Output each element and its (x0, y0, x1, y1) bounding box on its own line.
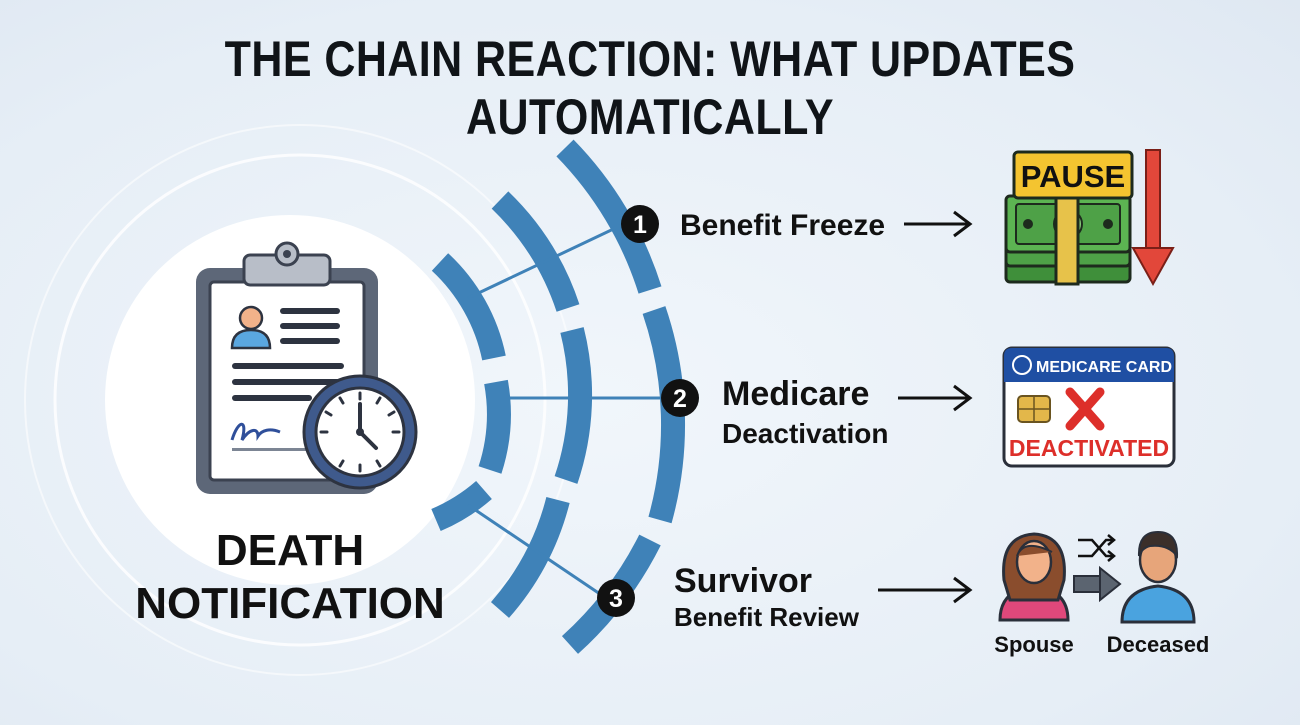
step-2: 2 Medicare Deactivation (661, 375, 973, 449)
wave-segment (431, 480, 492, 532)
pause-sign (1012, 150, 1134, 200)
medicare-card-icon: MEDICARE CARD DEACTIVATED (1002, 346, 1176, 468)
card-title: MEDICARE CARD (1036, 359, 1172, 376)
step-number-badge (621, 205, 659, 243)
wave-segment (490, 496, 570, 618)
x-mark-icon (1065, 387, 1105, 431)
page-title: THE CHAIN REACTION: WHAT UPDATES AUTOMAT… (224, 31, 1076, 145)
spouse-avatar-icon (998, 532, 1070, 622)
shuffle-icon (1078, 534, 1116, 562)
hhs-seal-icon (1012, 355, 1032, 375)
signature (230, 422, 281, 441)
pause-sign-label: PAUSE (1021, 159, 1126, 194)
wave-segment (478, 379, 511, 474)
connector-lines (467, 222, 660, 596)
arrow-down-icon (1131, 149, 1175, 287)
deceased-label: Deceased (1107, 632, 1210, 657)
clock-icon (302, 374, 418, 490)
step-label-secondary: Deactivation (722, 418, 889, 449)
arrow-right-icon (898, 384, 973, 412)
wave-segment (431, 253, 506, 361)
step-label: Benefit Freeze (680, 209, 885, 242)
step-number: 1 (633, 211, 647, 239)
step-1: 1 Benefit Freeze (621, 205, 973, 243)
wave-segment (556, 139, 662, 294)
step-label: Medicare (722, 375, 869, 413)
arrow-right-icon (878, 576, 973, 604)
wave-segment (642, 306, 685, 524)
wave-segment (491, 191, 580, 312)
step-3: 3 Survivor Benefit Review (597, 562, 973, 632)
step-number: 2 (673, 385, 687, 413)
deceased-avatar-icon (1120, 530, 1196, 624)
arrow-right-icon (904, 210, 973, 238)
outer-ring (53, 153, 547, 647)
wave-arcs (431, 139, 685, 654)
step-label: Survivor (674, 562, 812, 600)
step-number: 3 (609, 585, 623, 613)
spouse-label: Spouse (994, 632, 1073, 657)
transfer-arrow-icon (1073, 565, 1122, 603)
source-label-line2: NOTIFICATION (135, 579, 445, 628)
step-number-badge (597, 579, 635, 617)
wave-segment (554, 327, 593, 484)
step-label-secondary: Benefit Review (674, 602, 860, 632)
avatar-icon (238, 305, 264, 331)
source-label-line1: DEATH (216, 526, 364, 575)
step-number-badge (661, 379, 699, 417)
paused-money-icon: PAUSE (1004, 149, 1175, 287)
card-status: DEACTIVATED (1009, 435, 1169, 461)
